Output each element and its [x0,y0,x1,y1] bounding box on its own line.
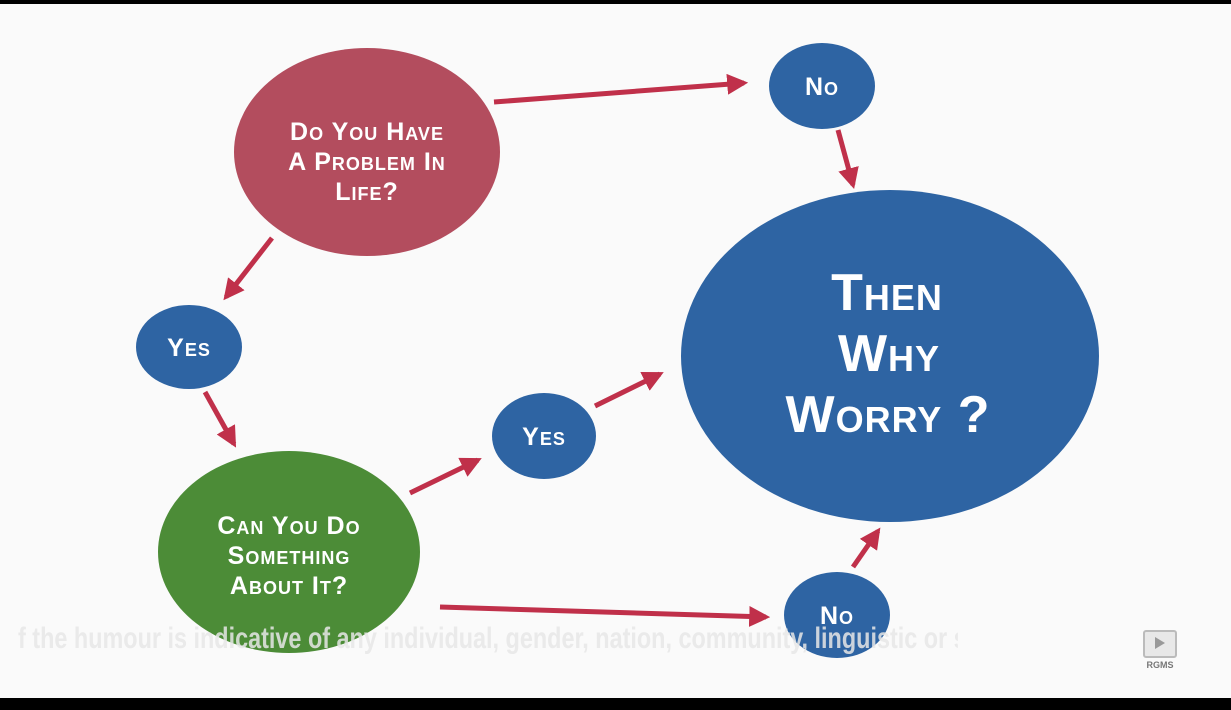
arrow-yes-to-worry [593,371,664,409]
can-do-line-1: Can You Do [217,512,360,540]
arrow-problem-to-no [493,73,749,105]
arrow-cando-to-yes [408,457,482,496]
problem-line-3: Life? [335,178,399,206]
problem-line-1: Do You Have [290,118,444,146]
worry-line-1: Then [831,264,943,322]
no-top-label: No [805,73,839,101]
yes-left-label: Yes [167,334,211,362]
yes-mid-node: Yes [492,393,596,479]
can-do-line-3: About It? [230,572,348,600]
no-top-ellipse [769,43,875,129]
no-bottom-ellipse [784,572,890,658]
worry-line-3: Worry ? [786,386,991,444]
arrow-cando-to-no [439,604,771,627]
subtitle-caption: f the humour is indicative of any indivi… [18,622,958,655]
arrow-problem-to-yes [223,236,274,301]
channel-watermark: RGMS [1143,630,1177,670]
play-logo-icon [1143,630,1177,658]
yes-mid-label: Yes [522,423,566,451]
worry-ellipse [681,190,1099,522]
no-bottom-node: No [784,572,890,658]
letterbox-bar [0,698,1231,710]
watermark-text: RGMS [1146,660,1174,670]
problem-ellipse [234,48,500,256]
no-top-node: No [769,43,875,129]
arrow-no-to-worry [835,129,859,190]
yes-left-node: Yes [136,305,242,389]
arrow-yes-to-cando [202,390,237,448]
worry-line-2: Why [838,325,940,383]
yes-mid-ellipse [492,393,596,479]
can-do-node: Can You Do Something About It? [158,451,420,653]
video-frame: Do You Have A Problem In Life? No Yes Ca… [0,4,1231,698]
flowchart-diagram: Do You Have A Problem In Life? No Yes Ca… [136,43,1099,658]
can-do-line-2: Something [228,542,351,570]
arrows [202,73,881,627]
can-do-ellipse [158,451,420,653]
problem-line-2: A Problem In [288,148,446,176]
no-bottom-label: No [820,602,854,630]
arrow-no-to-worry-bottom [850,527,881,569]
worry-node: Then Why Worry ? [681,190,1099,522]
yes-left-ellipse [136,305,242,389]
problem-node: Do You Have A Problem In Life? [234,48,500,256]
